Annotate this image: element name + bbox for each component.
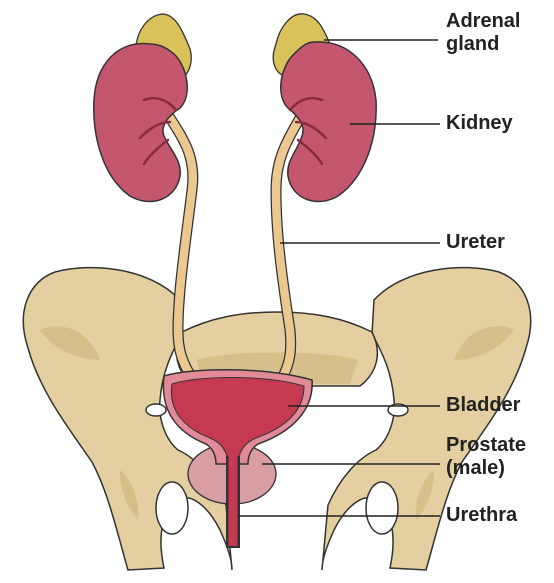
kidney-label: Kidney [446,112,513,135]
adrenal-gland-label: Adrenal gland [446,10,520,56]
bladder [171,378,304,461]
ureter-label: Ureter [446,231,505,254]
kidneys [94,42,376,202]
left-obturator-foramen [156,482,188,534]
adrenal-label-line2: gland [446,33,520,56]
adrenal-label-line1: Adrenal [446,10,520,33]
bladder-label: Bladder [446,394,520,417]
urethra-label: Urethra [446,504,517,527]
urethra [226,456,240,548]
right-obturator-foramen [366,482,398,534]
prostate-label-line1: Prostate [446,434,526,457]
prostate-label-line2: (male) [446,457,526,480]
left-notch [146,404,166,416]
prostate-label: Prostate (male) [446,434,526,480]
